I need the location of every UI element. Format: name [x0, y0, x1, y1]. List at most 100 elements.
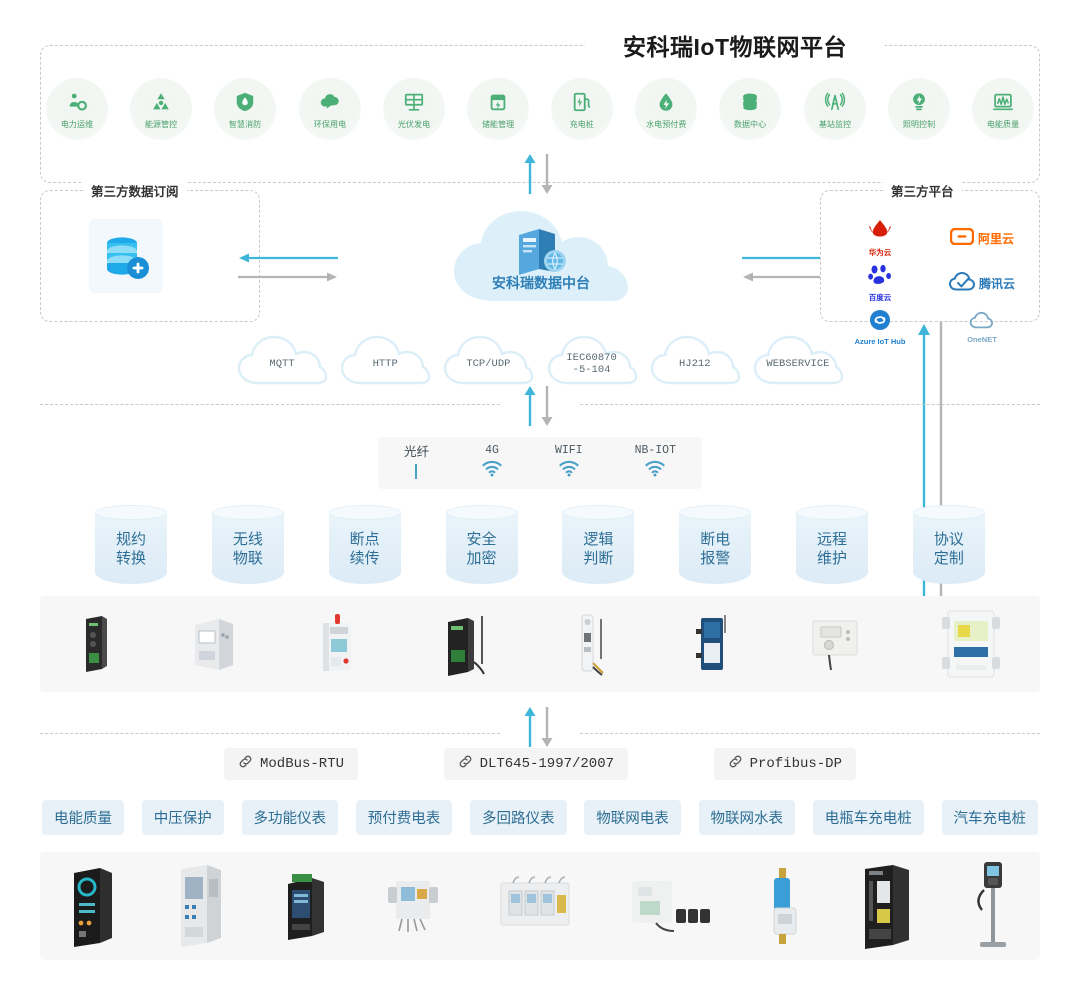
app-item-energy-storage[interactable]: 储能管理 — [466, 78, 529, 140]
app-item-label: 储能管理 — [481, 118, 515, 129]
feature-label: 断点 续传 — [349, 531, 380, 567]
arrow-left-panel-cloud — [238, 252, 338, 283]
arrow-gateway-fieldbus — [521, 705, 559, 754]
protocol-label: HJ212 — [678, 357, 711, 370]
app-item-lighting-control[interactable]: 照明控制 — [887, 78, 950, 140]
app-item-label: 水电预付费 — [646, 118, 687, 129]
cylinder-top — [796, 505, 869, 520]
app-item-data-center[interactable]: 数据中心 — [719, 78, 782, 140]
device-category-chip[interactable]: 电能质量 — [42, 800, 124, 835]
feature-cylinder: 断电 报警 — [679, 505, 752, 591]
platform-label: OneNET — [967, 335, 997, 344]
data-center-icon — [739, 89, 761, 115]
device-category-chip[interactable]: 多回路仪表 — [470, 800, 567, 835]
aliyun-icon — [949, 227, 975, 250]
platform-onenet[interactable]: OneNET — [967, 311, 997, 344]
protocol-cloud: HJ212 — [649, 333, 741, 389]
platform-aliyun[interactable]: 阿里云 — [949, 227, 1014, 250]
cylinder-body — [562, 512, 635, 584]
platform-azure-iot-hub[interactable]: Azure IoT Hub — [855, 309, 905, 346]
device-iot-meter-with-ct — [628, 875, 714, 937]
bus-protocol-chip[interactable]: DLT645-1997/2007 — [443, 748, 628, 780]
wifi-signal-icon — [558, 460, 580, 482]
protocol-cloud: HTTP — [339, 333, 431, 389]
device-lcd-wall-terminal — [940, 607, 1002, 681]
cylinder-body — [211, 512, 284, 584]
azure-iot-hub-icon — [869, 309, 891, 336]
cylinder-body — [912, 512, 985, 584]
app-item-base-station[interactable]: 基站监控 — [803, 78, 866, 140]
device-din-rail-meter-gateway — [315, 611, 361, 677]
platform-label: 腾讯云 — [978, 277, 1015, 291]
device-industrial-router-antenna — [438, 610, 492, 678]
app-item-label: 照明控制 — [902, 118, 935, 129]
protocol-cloud: MQTT — [236, 333, 328, 389]
cylinder-top — [328, 505, 401, 520]
app-item-power-quality[interactable]: 电能质量 — [971, 78, 1034, 140]
platform-panel — [40, 45, 1040, 183]
platform-huawei-cloud[interactable]: 华为云 — [867, 219, 893, 258]
bus-protocol-list: ModBus-RTU DLT645-1997/2007 Profibus-DP — [224, 748, 856, 780]
platform-tencent-cloud[interactable]: 腾讯云 — [948, 271, 1015, 296]
feature-cylinder: 远程 维护 — [796, 505, 869, 591]
network-label: NB-IOT — [634, 444, 676, 457]
energy-control-icon — [150, 89, 172, 115]
device-category-chip[interactable]: 物联网电表 — [584, 800, 681, 835]
app-item-charging-pile[interactable]: 充电桩 — [551, 78, 614, 140]
platform-baidu-cloud[interactable]: 百度云 — [868, 264, 892, 303]
device-prepaid-meter-module — [384, 875, 442, 937]
feature-label: 安全 加密 — [466, 531, 497, 567]
protocol-label: WEBSERVICE — [766, 357, 830, 370]
device-category-chip[interactable]: 物联网水表 — [698, 800, 795, 835]
feature-list: 规约 转换 无线 物联 断点 续传 安全 加密 逻辑 判断 断电 报警 远程 维… — [95, 505, 985, 591]
arrow-platform-cloud — [521, 152, 559, 201]
device-category-chip[interactable]: 电瓶车充电桩 — [812, 800, 924, 835]
platform-label: 华为云 — [868, 248, 892, 257]
device-category-chip[interactable]: 中压保护 — [141, 800, 224, 835]
bus-protocol-chip[interactable]: Profibus-DP — [713, 748, 856, 780]
app-item-smart-fire[interactable]: 智慧消防 — [214, 78, 277, 140]
database-add-icon — [89, 219, 163, 293]
bus-protocol-chip[interactable]: ModBus-RTU — [224, 748, 359, 780]
protocol-label: MQTT — [269, 357, 295, 370]
app-item-prepaid-utility[interactable]: 水电预付费 — [635, 78, 698, 140]
protocol-cloud: IEC60870-5-104 — [546, 333, 638, 389]
app-item-power-ops[interactable]: 电力运维 — [46, 78, 108, 140]
divider-protocol-right — [580, 404, 1040, 405]
device-category-chip[interactable]: 汽车充电桩 — [941, 800, 1038, 835]
device-ev-charging-pile — [970, 860, 1014, 952]
feature-cylinder: 无线 物联 — [211, 505, 284, 591]
device-category-chip[interactable]: 多功能仪表 — [241, 800, 338, 835]
device-power-quality-analyzer — [66, 865, 120, 947]
solar-pv-icon — [403, 89, 425, 115]
app-item-label: 电力运维 — [60, 118, 94, 129]
protocol-cloud: TCP/UDP — [442, 333, 534, 389]
prepaid-utility-icon — [655, 89, 677, 115]
network-item: 4G — [481, 444, 503, 482]
app-item-eco-power[interactable]: 环保用电 — [298, 78, 361, 140]
device-edge-gateway-black — [78, 613, 112, 675]
cloud-server-icon — [511, 225, 571, 282]
bus-protocol-label: DLT645-1997/2007 — [479, 756, 614, 772]
app-item-solar-pv[interactable]: 光伏发电 — [382, 78, 445, 140]
cylinder-top — [445, 505, 518, 520]
device-ebike-charging-station — [857, 863, 917, 949]
tencent-cloud-icon — [948, 271, 975, 296]
baidu-cloud-icon — [868, 264, 892, 291]
cylinder-top — [95, 505, 167, 520]
link-icon — [238, 754, 253, 774]
field-device-strip — [40, 852, 1040, 960]
app-item-energy-control[interactable]: 能源管控 — [130, 78, 193, 140]
wifi-signal-icon — [481, 460, 503, 482]
device-category-chip[interactable]: 预付费电表 — [355, 800, 453, 835]
cylinder-body — [796, 512, 869, 584]
protocol-label: TCP/UDP — [466, 357, 511, 370]
device-multifunction-meter — [282, 870, 332, 942]
huawei-cloud-icon — [867, 219, 893, 246]
cylinder-body — [95, 512, 167, 584]
cylinder-top — [679, 505, 752, 520]
platform-label: 百度云 — [868, 293, 892, 302]
